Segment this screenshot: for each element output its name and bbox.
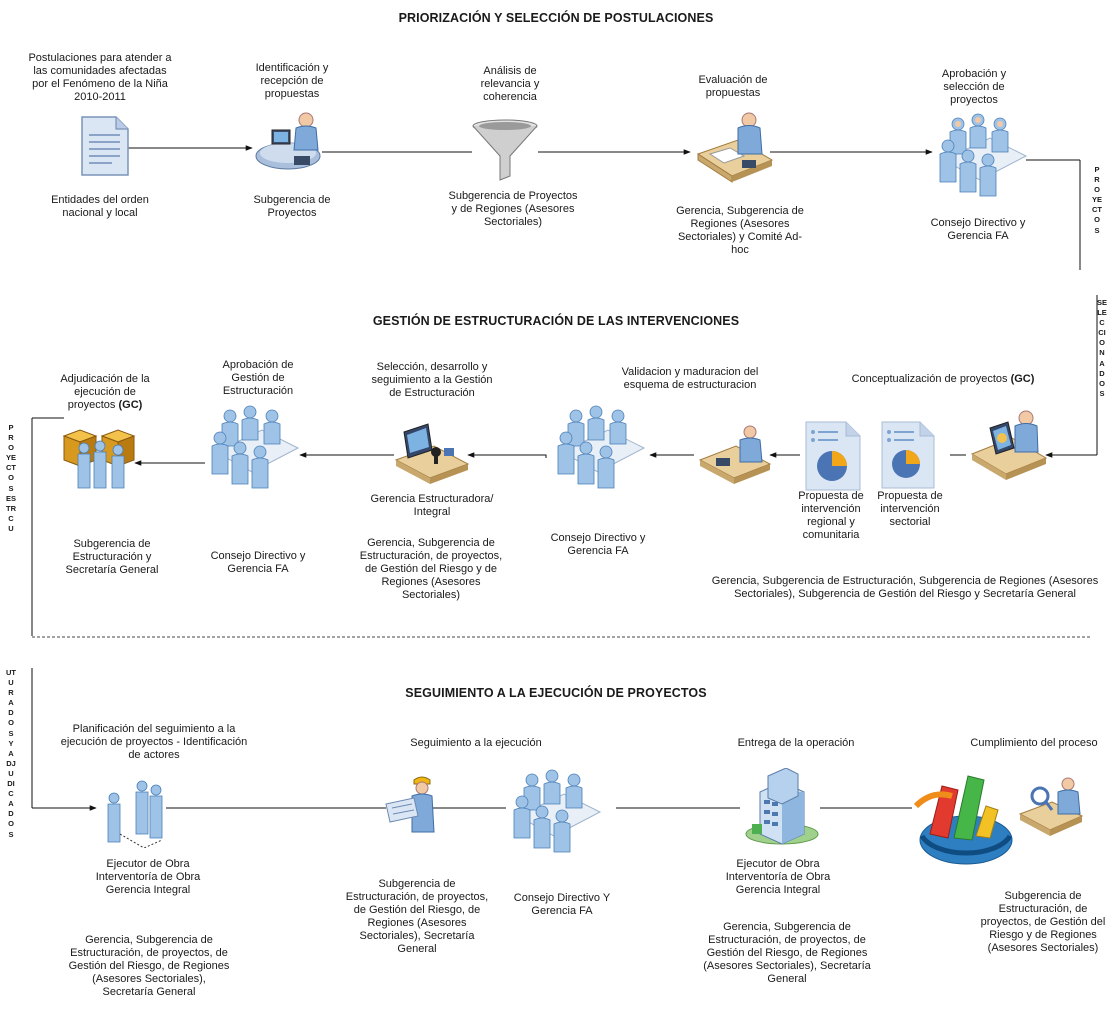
scientist-icon [394,423,470,484]
s2-step5-top-text: Adjudicación de la ejecución de proyecto… [60,373,150,411]
s1-step1-top: Postulaciones para atender a las comunid… [28,52,172,103]
s1-step1-bottom: Entidades del orden nacional y local [51,194,149,219]
engineer-icon [385,776,435,833]
meeting-icon [513,769,602,853]
s2-step5-tag: (GC) [118,399,143,411]
section2-title: GESTIÓN DE ESTRUCTURACIÓN DE LAS INTERVE… [372,314,740,328]
s2-doc1: Propuesta de intervención sectorial [877,490,943,528]
document-icon [81,116,129,176]
s3-step3-bottom: Gerencia, Subgerencia de Estructuración,… [703,921,871,985]
document-icon [805,421,861,491]
s3-step3-middle: Ejecutor de Obra Interventoría de Obra G… [725,858,831,896]
s1-step2-top: Identificación y recepción de propuestas [255,62,329,100]
section1-title: PRIORIZACIÓN Y SELECCIÓN DE POSTULACIONE… [398,11,714,25]
analyst-icon [1018,777,1084,836]
s2-step1-tag: (GC) [1010,373,1035,385]
s2-step4-bottom: Consejo Directivo y Gerencia FA [210,550,306,575]
evaluator-icon [698,425,772,484]
section3-title: SEGUIMIENTO A LA EJECUCIÓN DE PROYECTOS [405,686,707,700]
connector1-text-bottom: SELECCIONADOS [1097,298,1108,398]
s3-step1-middle: Ejecutor de Obra Interventoría de Obra G… [95,858,201,896]
s2-step2-bottom: Consejo Directivo y Gerencia FA [550,532,646,557]
designer-icon [970,410,1048,480]
s3-step4-top: Cumplimiento del proceso [970,737,1098,749]
meeting-icon [939,113,1028,197]
connector2-text-top: PROYECTOS ESTRCU [6,423,17,533]
s1-step4-bottom: Gerencia, Subgerencia de Regiones (Aseso… [676,205,804,256]
connector1-text-top: PROYECTOS [1092,165,1103,235]
s3-step2-bottom: Subgerencia de Estructuración, de proyec… [345,878,489,955]
s3-step1-bottom: Gerencia, Subgerencia de Estructuración,… [68,934,230,998]
s3-step2b-bottom: Consejo Directivo Y Gerencia FA [513,892,611,917]
receptionist-icon [255,112,321,170]
s2-step5-bottom: Subgerencia de Estructuración y Secretar… [65,538,159,576]
evaluator-icon [696,112,774,183]
arrow-s2-4 [467,452,547,458]
s2-step3-top: Selección, desarrollo y seguimiento a la… [371,361,493,399]
meeting-icon [557,405,646,489]
s1-step3-bottom: Subgerencia de Proyectos y de Regiones (… [448,190,578,228]
s2-step2-top: Validacion y maduracion del esquema de e… [621,366,759,391]
s1-step4-top: Evaluación de propuestas [698,74,768,99]
boxes-icon [62,429,136,489]
s2-doc2: Propuesta de intervención regional y com… [798,490,864,541]
s2-step4-top: Aprobación de Gestión de Estructuración [222,359,294,397]
s1-step2-bottom: Subgerencia de Proyectos [253,194,331,219]
s3-step4-bottom: Subgerencia de Estructuración, de proyec… [980,890,1106,954]
funnel-icon [472,119,538,181]
s3-step1-top: Planificación del seguimiento a la ejecu… [60,723,248,761]
s3-step3-top: Entrega de la operación [737,737,855,749]
meeting-icon [211,405,300,489]
connector2-text-bottom: UTURADOS Y ADJUDICADOS [6,668,16,839]
s2-step3-middle: Gerencia Estructuradora/ Integral [370,493,494,518]
s2-step3-bottom: Gerencia, Subgerencia de Estructuración,… [359,537,503,601]
s1-step5-bottom: Consejo Directivo y Gerencia FA [930,217,1026,242]
s1-step5-top: Aprobación y selección de proyectos [941,68,1007,106]
people-icon [107,780,163,848]
s1-step3-top: Análisis de relevancia y coherencia [480,65,540,103]
building-icon [745,768,819,845]
s2-step5-top: Adjudicación de la ejecución de proyecto… [50,373,160,412]
s2-step1-top: Conceptualización de proyectos (GC) [848,373,1038,386]
chart-icon [913,775,1013,865]
s3-step2-top: Seguimiento a la ejecución [410,737,542,749]
s2-step1-top-text: Conceptualización de proyectos [851,373,1008,385]
s2-step1-bottom: Gerencia, Subgerencia de Estructuración,… [711,575,1099,600]
document-icon [881,421,935,489]
